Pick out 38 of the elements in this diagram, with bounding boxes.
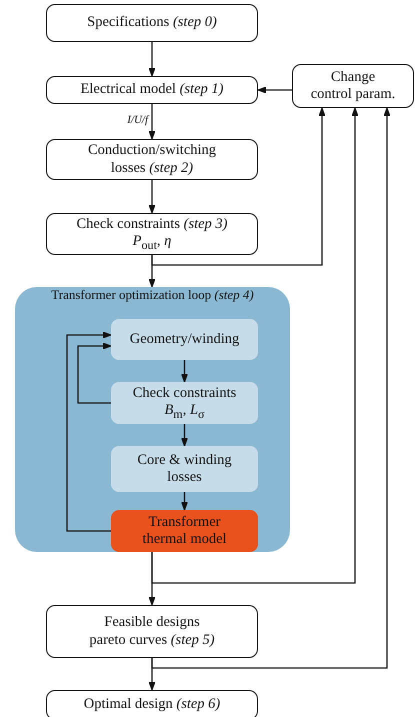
formula-text: P$_{out}$, η [132, 233, 172, 252]
arrow [181, 492, 188, 510]
process-box [111, 510, 258, 552]
loop-panel [15, 287, 290, 552]
node-text: Change control param. [310, 68, 396, 104]
process-box [111, 446, 258, 492]
arrow [77, 342, 112, 404]
node-text: Geometry/winding [130, 330, 240, 348]
process-box [46, 690, 258, 717]
arrow [181, 360, 188, 382]
formula-text: B$_{m}$, L$_{σ}$ [164, 402, 205, 422]
node-text: Transformer optimization loop (step 4) [51, 287, 254, 303]
process-box [46, 139, 258, 180]
node-text: Electrical model (step 1) [80, 81, 224, 99]
node-text: Specifications (step 0) [87, 14, 217, 32]
arrow [151, 108, 358, 584]
arrow [151, 108, 390, 669]
process-box [111, 382, 258, 424]
process-box [111, 319, 258, 360]
node-text: Core & winding losses [136, 452, 233, 486]
node-text: Check constraints [132, 384, 236, 402]
arrow [181, 424, 188, 446]
node-text: Feasible designs pareto curves (step 5) [88, 614, 216, 649]
arrow [66, 332, 112, 532]
process-box [46, 76, 258, 104]
node-text: Conduction/switching losses (step 2) [86, 142, 218, 177]
node-text: Transformer thermal model [141, 514, 228, 548]
process-box [292, 64, 414, 108]
arrow [148, 42, 156, 76]
arrow [258, 86, 292, 94]
arrow [148, 104, 156, 140]
arrow [148, 180, 156, 214]
process-box [46, 4, 258, 42]
process-box [46, 605, 258, 658]
node-text: Check constraints (step 3) [76, 216, 228, 233]
process-box [46, 213, 258, 255]
arrow [151, 108, 326, 266]
node-text: Optimal design (step 6) [84, 696, 220, 714]
